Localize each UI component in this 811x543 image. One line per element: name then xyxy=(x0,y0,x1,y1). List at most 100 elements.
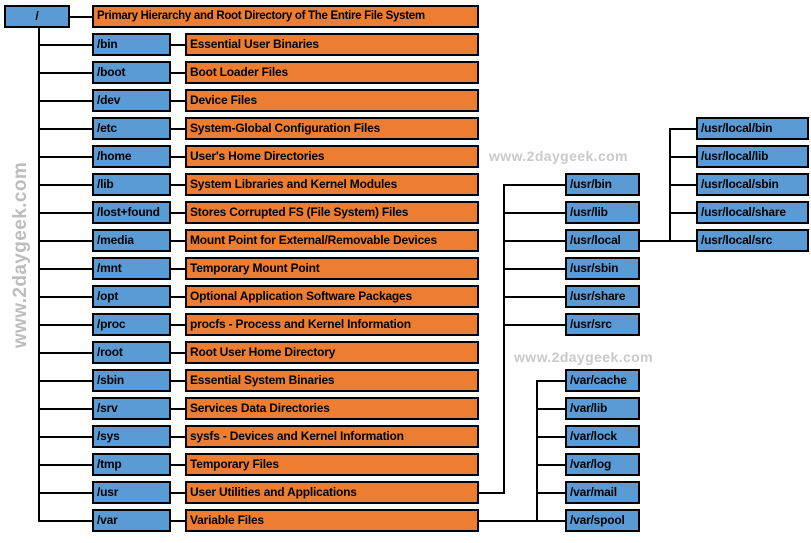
desc-media: Mount Point for External/Removable Devic… xyxy=(185,229,479,252)
connector-line xyxy=(171,492,185,494)
connector-line xyxy=(536,464,565,466)
trunk-line-usr xyxy=(503,184,505,494)
node-var-lib: /var/lib xyxy=(565,397,640,420)
connector-line xyxy=(171,268,185,270)
connector-line xyxy=(38,268,92,270)
connector-line xyxy=(171,296,185,298)
node-usr-bin: /usr/bin xyxy=(565,173,640,196)
desc-bin: Essential User Binaries xyxy=(185,33,479,56)
connector-line xyxy=(38,464,92,466)
trunk-line-root xyxy=(38,28,40,522)
node-root: / xyxy=(4,5,70,28)
desc-usr: User Utilities and Applications xyxy=(185,481,479,504)
node-usr-sbin: /usr/sbin xyxy=(565,257,640,280)
connector-line xyxy=(171,212,185,214)
connector-line xyxy=(536,436,565,438)
node-tmp: /tmp xyxy=(92,453,171,476)
desc-boot: Boot Loader Files xyxy=(185,61,479,84)
node-var-spool: /var/spool xyxy=(565,509,640,532)
connector-line xyxy=(171,464,185,466)
connector-line xyxy=(171,72,185,74)
connector-line xyxy=(503,296,565,298)
node-boot: /boot xyxy=(92,61,171,84)
desc-home: User's Home Directories xyxy=(185,145,479,168)
node-var: /var xyxy=(92,509,171,532)
connector-line xyxy=(38,352,92,354)
node-bin: /bin xyxy=(92,33,171,56)
connector-line xyxy=(669,184,696,186)
connector-line xyxy=(171,324,185,326)
connector-line xyxy=(171,184,185,186)
desc-etc: System-Global Configuration Files xyxy=(185,117,479,140)
node-sys: /sys xyxy=(92,425,171,448)
connector-line xyxy=(38,212,92,214)
node-var-cache: /var/cache xyxy=(565,369,640,392)
connector-line xyxy=(38,408,92,410)
desc-sbin: Essential System Binaries xyxy=(185,369,479,392)
node-lostfound: /lost+found xyxy=(92,201,171,224)
desc-dev: Device Files xyxy=(185,89,479,112)
desc-var: Variable Files xyxy=(185,509,479,532)
node-usr-lib: /usr/lib xyxy=(565,201,640,224)
node-var-mail: /var/mail xyxy=(565,481,640,504)
desc-lostfound: Stores Corrupted FS (File System) Files xyxy=(185,201,479,224)
node-usr-local-share: /usr/local/share xyxy=(696,201,809,224)
connector-line xyxy=(38,184,92,186)
node-etc: /etc xyxy=(92,117,171,140)
connector-line xyxy=(503,184,565,186)
node-usr-share: /usr/share xyxy=(565,285,640,308)
connector-line-var xyxy=(479,520,565,522)
connector-line xyxy=(38,492,92,494)
connector-line xyxy=(171,436,185,438)
connector-line xyxy=(503,268,565,270)
connector-line xyxy=(70,16,92,18)
node-opt: /opt xyxy=(92,285,171,308)
watermark-var-area: www.2daygeek.com xyxy=(514,349,653,365)
connector-line xyxy=(38,44,92,46)
connector-line xyxy=(669,212,696,214)
connector-line xyxy=(171,44,185,46)
connector-line xyxy=(38,128,92,130)
node-dev: /dev xyxy=(92,89,171,112)
connector-line xyxy=(503,240,565,242)
connector-line xyxy=(171,156,185,158)
connector-line xyxy=(536,408,565,410)
desc-tmp: Temporary Files xyxy=(185,453,479,476)
desc-mnt: Temporary Mount Point xyxy=(185,257,479,280)
connector-line xyxy=(38,380,92,382)
connector-line xyxy=(171,100,185,102)
connector-line xyxy=(38,240,92,242)
connector-line xyxy=(536,380,565,382)
desc-sys: sysfs - Devices and Kernel Information xyxy=(185,425,479,448)
connector-line xyxy=(171,408,185,410)
desc-srv: Services Data Directories xyxy=(185,397,479,420)
connector-line xyxy=(536,492,565,494)
node-srv: /srv xyxy=(92,397,171,420)
connector-line xyxy=(38,436,92,438)
connector-line xyxy=(503,324,565,326)
watermark-usr-area: www.2daygeek.com xyxy=(489,148,628,164)
node-usr-local: /usr/local xyxy=(565,229,640,252)
connector-line xyxy=(38,72,92,74)
connector-line xyxy=(171,352,185,354)
desc-root: Primary Hierarchy and Root Directory of … xyxy=(92,5,479,28)
connector-line xyxy=(171,128,185,130)
connector-line xyxy=(171,380,185,382)
connector-line xyxy=(669,240,696,242)
node-usr-local-src: /usr/local/src xyxy=(696,229,809,252)
node-home: /home xyxy=(92,145,171,168)
connector-line xyxy=(503,212,565,214)
connector-line-usr-local xyxy=(640,240,671,242)
trunk-line-var xyxy=(536,380,538,522)
node-var-log: /var/log xyxy=(565,453,640,476)
connector-line xyxy=(669,128,696,130)
connector-line xyxy=(38,156,92,158)
connector-line xyxy=(38,520,92,522)
connector-line xyxy=(669,156,696,158)
connector-line xyxy=(171,520,185,522)
connector-line xyxy=(171,240,185,242)
node-usr: /usr xyxy=(92,481,171,504)
connector-line-usr xyxy=(479,492,505,494)
node-usr-local-lib: /usr/local/lib xyxy=(696,145,809,168)
